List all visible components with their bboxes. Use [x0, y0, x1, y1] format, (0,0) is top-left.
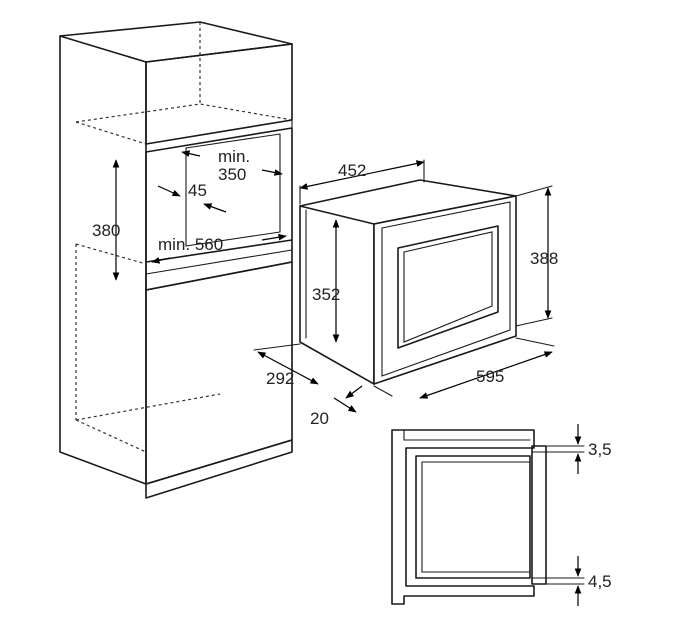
label-292: 292	[266, 369, 294, 388]
oven-dimensions	[253, 159, 555, 413]
cabinet-dimensions	[112, 150, 287, 281]
label-595: 595	[476, 367, 504, 386]
label-3-5: 3,5	[588, 440, 612, 459]
label-352: 352	[312, 285, 340, 304]
label-45: 45	[188, 181, 207, 200]
oven	[299, 179, 517, 385]
label-20: 20	[310, 409, 329, 428]
label-min-560: min. 560	[158, 235, 223, 254]
label-452: 452	[338, 161, 366, 180]
section-detail	[391, 429, 547, 605]
label-380: 380	[92, 221, 120, 240]
label-min-top: min.	[218, 147, 250, 166]
label-4-5: 4,5	[588, 572, 612, 591]
cabinet	[59, 21, 293, 499]
label-350: 350	[218, 165, 246, 184]
label-388: 388	[530, 249, 558, 268]
section-dimensions	[545, 424, 585, 606]
